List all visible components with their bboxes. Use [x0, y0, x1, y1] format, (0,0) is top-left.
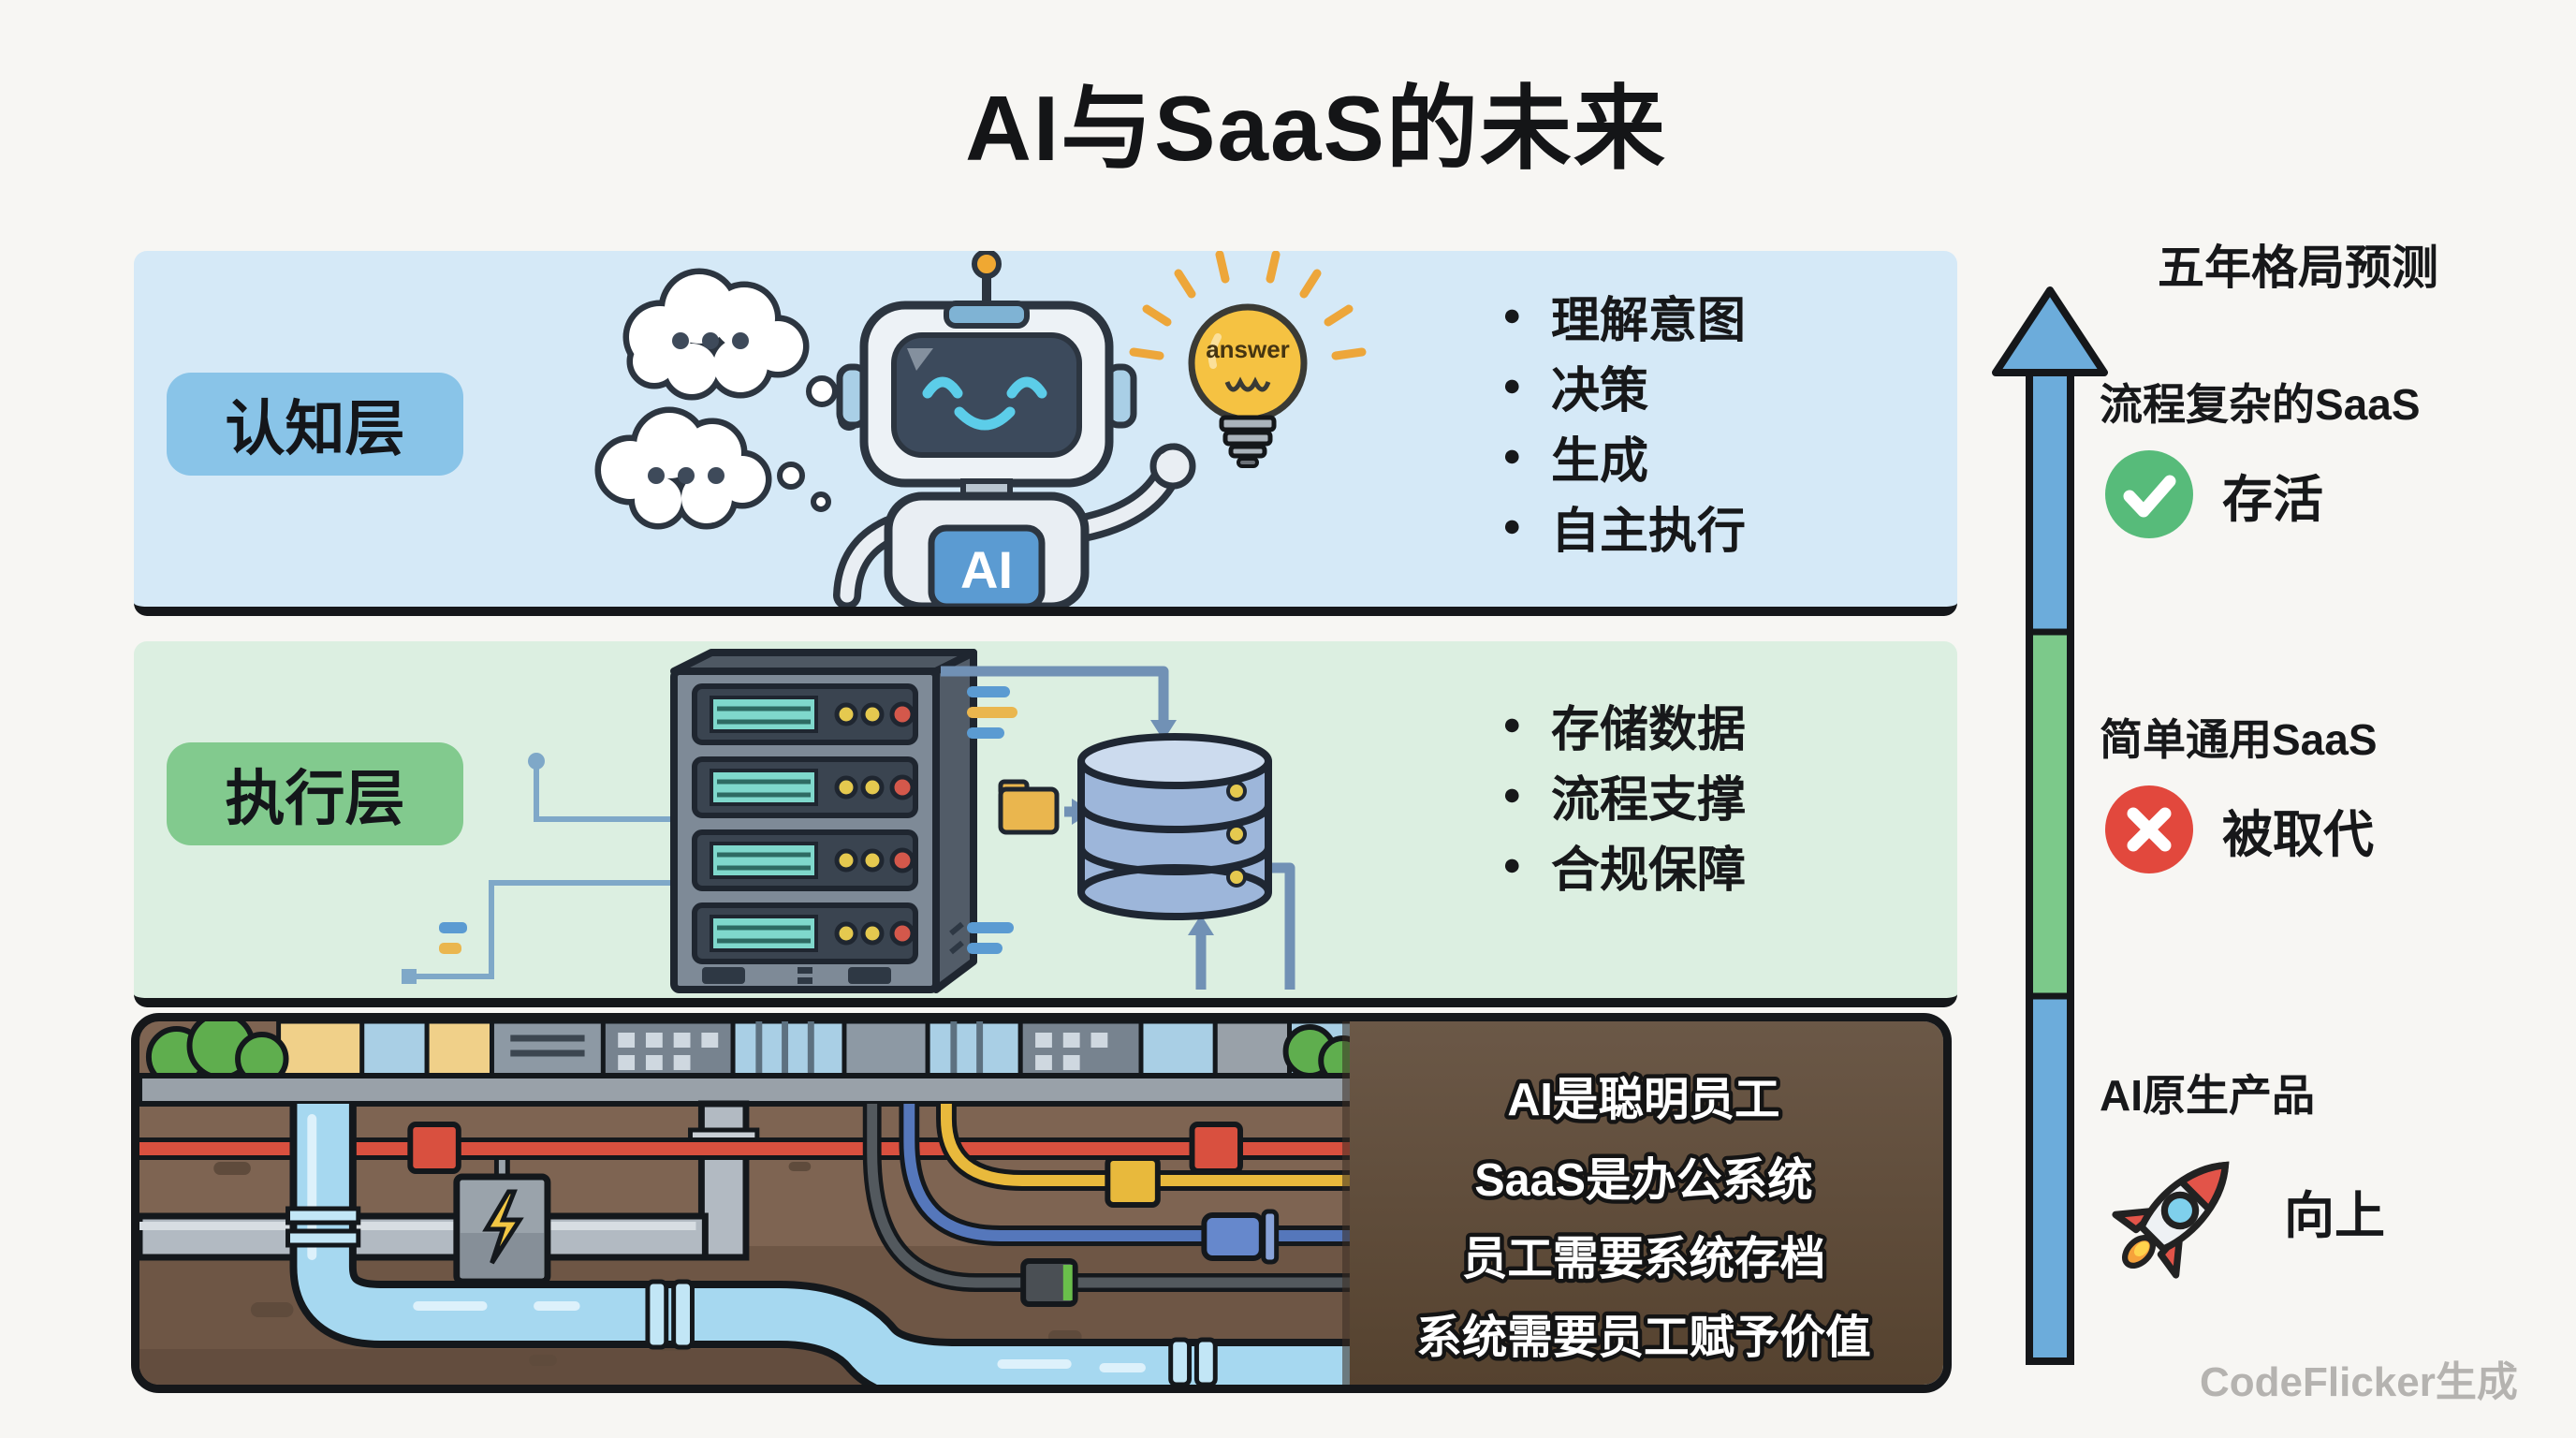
metaphor-line: 员工需要系统存档 — [1462, 1234, 1825, 1284]
watermark: CodeFlicker生成 — [2200, 1359, 2518, 1405]
metaphor-panel: AI是聪明员工 SaaS是办公系统 员工需要系统存档 系统需要员工赋予价值 — [1341, 1021, 1943, 1385]
status-text: 被取代 — [2222, 806, 2374, 863]
server-rack-icon — [670, 649, 977, 993]
cognition-layer-band: AI answer 认知层 — [134, 251, 1957, 616]
cognition-layer-label: 认知层 — [225, 395, 405, 462]
status-text: 存活 — [2222, 471, 2323, 528]
server-database-illustration — [402, 649, 1295, 993]
execution-bullets: 存储数据 流程支撑 合规保障 — [1502, 690, 1746, 901]
server-bay — [692, 756, 918, 818]
server-bay — [692, 902, 918, 964]
gray-pipe — [139, 1100, 760, 1261]
prediction-item-label: 流程复杂的SaaS — [2100, 380, 2421, 429]
bullet-item: 存储数据 — [1502, 690, 1746, 760]
bullet-item: 流程支撑 — [1502, 760, 1746, 830]
prediction-item-label: 简单通用SaaS — [2100, 715, 2378, 764]
blue-cable — [899, 1104, 1943, 1265]
cognition-layer-badge: 认知层 — [167, 373, 463, 476]
dark-cable — [862, 1104, 1943, 1307]
execution-layer-badge: 执行层 — [167, 742, 463, 845]
bullet-item: 合规保障 — [1502, 830, 1746, 901]
arrowhead-icon — [1992, 286, 2108, 376]
prediction-item-status: 存活 — [2102, 446, 2323, 543]
cross-icon — [2105, 785, 2193, 873]
thought-cloud-icon — [622, 268, 860, 431]
lightbulb-icon: answer — [1129, 251, 1367, 468]
robot-icon: AI — [833, 251, 1196, 607]
circuit-traces — [415, 761, 674, 979]
lightning-icon — [482, 1189, 524, 1265]
server-bay — [692, 829, 918, 891]
prediction-header: 五年格局预测 — [2158, 242, 2438, 294]
prediction-item-status: 向上 — [2102, 1131, 2385, 1290]
yellow-cable — [936, 1104, 1943, 1208]
prediction-item-label: AI原生产品 — [2100, 1071, 2315, 1120]
status-text: 向上 — [2284, 1187, 2385, 1244]
bulb-answer-text: answer — [1206, 335, 1290, 363]
metaphor-line: 系统需要员工赋予价值 — [1416, 1313, 1870, 1363]
bullet-item: 自主执行 — [1502, 492, 1746, 562]
metaphor-line: SaaS是办公系统 — [1474, 1155, 1812, 1206]
execution-layer-label: 执行层 — [225, 765, 405, 832]
bullet-item: 决策 — [1502, 351, 1746, 421]
water-pipe — [285, 1104, 1943, 1385]
pipes-illustration: AI是聪明员工 SaaS是办公系统 员工需要系统存档 系统需要员工赋予价值 — [139, 1021, 1943, 1385]
street-details — [510, 1021, 1108, 1076]
folder-icon — [998, 779, 1060, 835]
database-icon — [1077, 733, 1272, 920]
page-title: AI与SaaS的未来 — [965, 77, 1667, 180]
rocket-icon — [2112, 1161, 2230, 1279]
prediction-item-status: 被取代 — [2102, 781, 2374, 878]
bullet-item: 生成 — [1502, 421, 1746, 492]
bullet-item: 理解意图 — [1502, 281, 1746, 351]
metaphor-line: AI是聪明员工 — [1507, 1075, 1779, 1125]
thought-cloud-icon — [594, 406, 831, 530]
underground-band: AI是聪明员工 SaaS是办公系统 员工需要系统存档 系统需要员工赋予价值 — [131, 1013, 1952, 1393]
check-icon — [2105, 450, 2193, 538]
data-lines-icon — [967, 686, 1017, 954]
trend-arrow — [1992, 286, 2108, 1365]
electric-box-icon — [453, 1140, 551, 1285]
robot-chest-label: AI — [960, 540, 1013, 599]
cognition-bullets: 理解意图 决策 生成 自主执行 — [1502, 281, 1746, 562]
robot-illustration: AI answer — [594, 251, 1367, 607]
server-bay — [692, 683, 918, 745]
execution-layer-band: 执行层 存储数据 流程支撑 合规保障 — [134, 641, 1957, 1007]
